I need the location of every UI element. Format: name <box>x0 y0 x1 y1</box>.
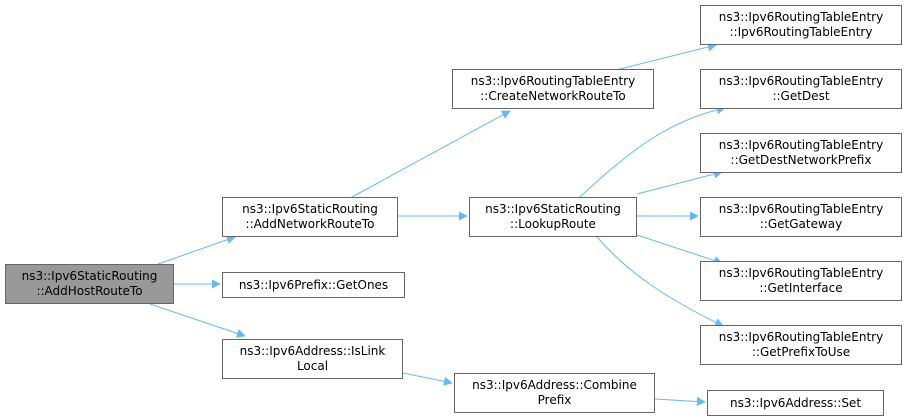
edge-combine-prefix-to-set <box>654 397 706 407</box>
edge-lookup-route-to-get-dest-network-prefix <box>636 169 723 195</box>
node-label-line: ::GetInterface <box>759 281 843 295</box>
node-get-gateway[interactable]: ns3::Ipv6RoutingTableEntry ::GetGateway <box>700 197 902 237</box>
node-ipv6-routing-table-entry[interactable]: ns3::Ipv6RoutingTableEntry ::Ipv6Routing… <box>700 5 902 45</box>
node-add-host-route-to: ns3::Ipv6StaticRouting ::AddHostRouteTo <box>5 264 174 304</box>
node-set[interactable]: ns3::Ipv6Address::Set <box>707 390 884 416</box>
node-label-line: ns3::Ipv6RoutingTableEntry <box>718 10 884 24</box>
node-get-ones[interactable]: ns3::Ipv6Prefix::GetOnes <box>222 272 405 298</box>
edge-lookup-route-to-get-dest <box>579 105 726 198</box>
node-label-line: Prefix <box>537 393 572 407</box>
node-label-line: ns3::Ipv6RoutingTableEntry <box>718 266 884 280</box>
node-label-line: ::AddHostRouteTo <box>36 284 143 298</box>
node-label-line: ns3::Ipv6RoutingTableEntry <box>470 74 636 88</box>
node-get-dest-network-prefix[interactable]: ns3::Ipv6RoutingTableEntry ::GetDestNetw… <box>700 133 902 173</box>
node-label-line: ::LookupRoute <box>510 217 596 231</box>
edge-is-link-local-to-combine-prefix <box>402 372 453 386</box>
node-label-line: ns3::Ipv6RoutingTableEntry <box>718 138 884 152</box>
edge-add-host-to-is-link-local <box>149 303 246 338</box>
node-lookup-route[interactable]: ns3::Ipv6StaticRouting ::LookupRoute <box>469 197 637 237</box>
node-label-line: ::CreateNetworkRouteTo <box>480 89 626 103</box>
edge-add-network-to-create-network <box>351 110 511 198</box>
node-is-link-local[interactable]: ns3::Ipv6Address::IsLink Local <box>222 339 403 379</box>
node-label-line: ::AddNetworkRouteTo <box>245 217 375 231</box>
node-label-line: ns3::Ipv6StaticRouting <box>485 202 621 216</box>
node-label-line: ns3::Ipv6StaticRouting <box>21 269 158 283</box>
node-label-line: ::GetDestNetworkPrefix <box>730 153 872 167</box>
node-combine-prefix[interactable]: ns3::Ipv6Address::Combine Prefix <box>454 373 655 413</box>
node-create-network-route-to[interactable]: ns3::Ipv6RoutingTableEntry ::CreateNetwo… <box>452 69 654 109</box>
node-label-line: ns3::Ipv6RoutingTableEntry <box>718 202 884 216</box>
node-label-line: ns3::Ipv6RoutingTableEntry <box>718 330 884 344</box>
node-get-prefix-to-use[interactable]: ns3::Ipv6RoutingTableEntry ::GetPrefixTo… <box>700 325 902 365</box>
node-label-line: ns3::Ipv6Address::Combine <box>472 378 637 392</box>
node-label-line: ns3::Ipv6Address::IsLink <box>239 344 386 358</box>
node-label-line: ns3::Ipv6RoutingTableEntry <box>718 74 884 88</box>
node-label-line: ::Ipv6RoutingTableEntry <box>729 25 873 39</box>
node-label-line: ns3::Ipv6Prefix::GetOnes <box>238 277 389 292</box>
node-add-network-route-to[interactable]: ns3::Ipv6StaticRouting ::AddNetworkRoute… <box>222 197 398 237</box>
edge-lookup-route-to-get-interface <box>636 234 723 265</box>
node-label-line: ns3::Ipv6Address::Set <box>729 395 862 410</box>
edges <box>149 42 726 407</box>
node-get-dest[interactable]: ns3::Ipv6RoutingTableEntry ::GetDest <box>700 69 902 109</box>
node-get-interface[interactable]: ns3::Ipv6RoutingTableEntry ::GetInterfac… <box>700 261 902 301</box>
edge-create-network-to-ipv6-entry <box>619 42 717 70</box>
node-label-line: Local <box>296 359 329 373</box>
node-label-line: ::GetPrefixToUse <box>751 345 851 359</box>
edge-lookup-route-to-get-prefix-to-use <box>596 236 724 327</box>
node-label-line: ::GetGateway <box>759 217 843 231</box>
edge-add-host-to-add-network <box>157 235 236 265</box>
node-label-line: ns3::Ipv6StaticRouting <box>242 202 378 216</box>
node-label-line: ::GetDest <box>772 89 830 103</box>
